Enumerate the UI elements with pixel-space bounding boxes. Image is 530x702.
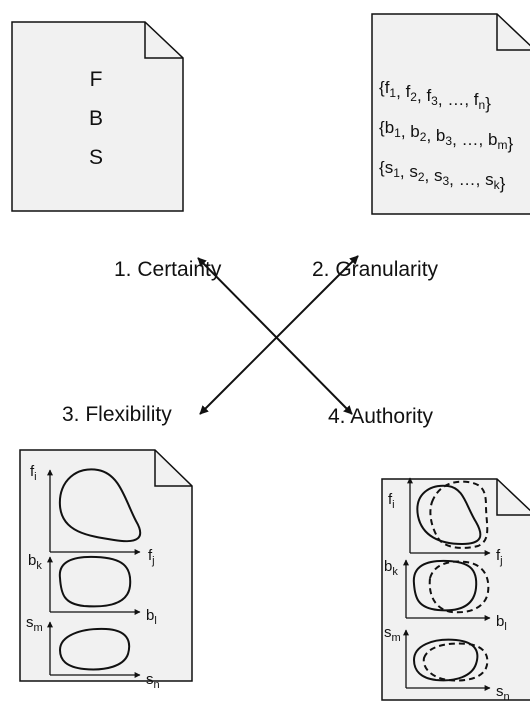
flexibility-label-bl: bl [146,607,157,627]
authority-region-b-dashed [428,560,490,614]
heading-flexibility: 3. Flexibility [62,403,172,426]
authority-label-bl: bl [496,613,507,633]
authority-region-f-dashed [429,480,489,549]
authority-region-b [412,559,478,612]
authority-document: fi fj bk bl sm sn [381,477,530,702]
arrow-granularity-flexibility [199,255,359,415]
authority-plot-s: sm sn [384,624,510,702]
flexibility-region-s [58,627,131,671]
authority-label-sm: sm [384,624,401,644]
authority-label-sn: sn [496,683,510,702]
authority-region-s-dashed [422,642,489,682]
flexibility-label-sn: sn [146,671,160,691]
authority-region-f [416,484,482,546]
authority-label-fi: fi [388,491,395,511]
authority-label-fj: fj [496,547,503,567]
certainty-letter-s: S [89,146,103,169]
flexibility-document: fi fj bk bl sm sn [19,449,193,691]
feature-set: {f1, f2, f3, …, fn} [379,78,491,113]
arrow-certainty-authority [197,257,353,415]
flexibility-label-fj: fj [148,547,155,567]
authority-plot-b: bk bl [384,558,507,633]
flexibility-plot-f: fi fj [30,463,155,567]
certainty-letter-f: F [90,68,103,91]
certainty-letter-b: B [89,107,103,130]
flexibility-plot-s: sm sn [26,614,160,691]
certainty-document: F B S [11,21,184,212]
flexibility-label-fi: fi [30,463,37,483]
authority-label-bk: bk [384,558,398,578]
heading-authority: 4. Authority [328,405,434,428]
heading-granularity: 2. Granularity [312,258,439,281]
structure-set: {s1, s2, s3, …, sk} [379,158,506,193]
authority-plot-f: fi fj [388,477,503,567]
flexibility-label-sm: sm [26,614,43,634]
flexibility-label-bk: bk [28,552,42,572]
flexibility-region-f [58,468,142,543]
heading-certainty: 1. Certainty [114,258,222,281]
flexibility-region-b [58,555,132,608]
behavior-set: {b1, b2, b3, …, bm} [379,118,513,153]
authority-region-s [412,638,479,682]
granularity-document: {f1, f2, f3, …, fn} {b1, b2, b3, …, bm} … [371,13,530,215]
flexibility-plot-b: bk bl [28,552,157,627]
